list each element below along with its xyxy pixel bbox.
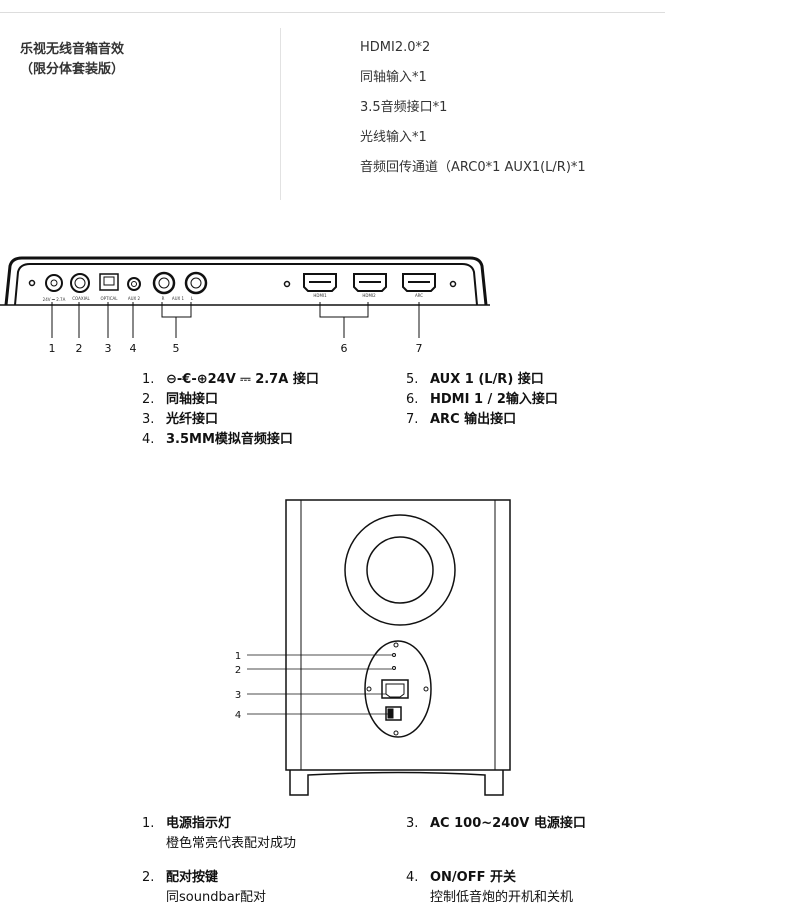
callout-1: 1 [49,342,56,355]
port-label-aux2: AUX 2 [128,296,141,301]
divider [0,12,665,13]
spec-item: HDMI2.0*2 [360,40,431,55]
spec-item: 3.5音频接口*1 [360,100,448,115]
legend-text: ON/OFF 开关 [430,870,517,885]
legend-num: 4. [142,432,155,447]
callout-2: 2 [76,342,83,355]
legend-text: ARC 输出接口 [430,412,517,427]
legend-text: 电源指示灯 [166,816,232,831]
port-label-hdmi2: HDMI2 [362,293,376,298]
product-label: 乐视无线音箱音效 （限分体套装版） [20,40,124,80]
spec-item: 同轴输入*1 [360,70,427,85]
callout-5: 5 [173,342,180,355]
port-label-optical: OPTICAL [101,296,119,301]
sub-callout-2: 2 [235,665,241,676]
legend-text: 配对按键 [166,870,219,885]
port-label-aux1: AUX 1 [172,296,185,301]
legend-text: 同轴接口 [166,392,219,407]
port-label-coaxial: COAXIAL [72,296,90,301]
callout-6: 6 [341,342,348,355]
port-label-r: R [162,296,165,301]
legend-text: 3.5MM模拟音频接口 [166,432,293,447]
callout-4: 4 [130,342,137,355]
sub-callout-3: 3 [235,690,241,701]
legend-num: 2. [142,392,155,407]
legend-text: AUX 1 (L/R) 接口 [430,372,544,387]
spec-item: 音频回传通道（ARC0*1 AUX1(L/R)*1 [360,160,586,175]
spec-item: 光线输入*1 [360,130,427,145]
legend-sub: 橙色常亮代表配对成功 [166,836,297,851]
sub-callout-4: 4 [235,710,241,721]
legend-num: 6. [406,392,419,407]
legend-text: AC 100~240V 电源接口 [430,816,586,831]
port-label-hdmi1: HDMI1 [313,293,327,298]
sub-legend-3: 3. AC 100~240V 电源接口 [406,814,586,834]
legend-num: 5. [406,372,419,387]
port-label-arc: ARC [415,293,423,298]
soundbar-legend-left: 1. ⊖-€-⊕24V ⎓ 2.7A 接口 2. 同轴接口 3. 光纤接口 4. 3.5… [142,370,319,450]
sub-legend-1: 1. 电源指示灯 橙色常亮代表配对成功 [142,814,296,854]
legend-num: 3. [142,412,155,427]
sub-callout-1: 1 [235,651,241,662]
legend-text: ⊖-€-⊕24V ⎓ 2.7A 接口 [166,372,319,387]
label-line1: 乐视无线音箱音效 [20,42,125,57]
subwoofer-diagram: 1 2 3 4 [235,499,511,796]
sub-legend-4: 4. ON/OFF 开关 控制低音炮的开机和关机 [406,868,573,908]
soundbar-legend-right: 5. AUX 1 (L/R) 接口 6. HDMI 1 / 2输入接口 7. ARC … [406,370,558,430]
callout-7: 7 [416,342,423,355]
legend-text: HDMI 1 / 2输入接口 [430,392,558,407]
port-label-l: L [191,296,194,301]
legend-sub: 控制低音炮的开机和关机 [430,890,574,905]
sub-legend-2: 2. 配对按键 同soundbar配对 [142,868,266,908]
legend-num: 1. [142,372,155,387]
legend-num: 2. [142,870,155,885]
legend-num: 4. [406,870,419,885]
legend-num: 1. [142,816,155,831]
legend-text: 光纤接口 [166,412,219,427]
spec-list: HDMI2.0*2 同轴输入*1 3.5音频接口*1 光线输入*1 音频回传通道… [360,38,586,188]
soundbar-rear-diagram: 24V ⎓ 2.7A COAXIAL OPTICAL AUX 2 R AUX 1… [0,256,490,355]
legend-num: 7. [406,412,419,427]
legend-sub: 同soundbar配对 [166,890,267,905]
label-line2: （限分体套装版） [20,62,125,77]
legend-num: 3. [406,816,419,831]
port-label-power: 24V ⎓ 2.7A [43,297,66,302]
column-divider [280,28,281,200]
callout-3: 3 [105,342,112,355]
